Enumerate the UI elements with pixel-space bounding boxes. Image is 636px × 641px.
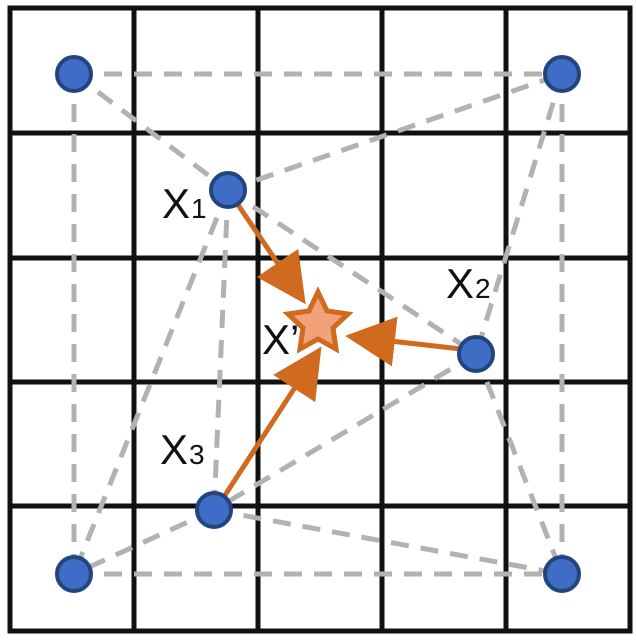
edge-tr-x2 bbox=[473, 73, 565, 355]
dashed-edges bbox=[71, 71, 565, 577]
label-x3-sub: 3 bbox=[189, 439, 205, 470]
edge-x2-x3 bbox=[212, 351, 478, 513]
label-x2-main: X bbox=[446, 260, 474, 307]
arrows bbox=[215, 194, 471, 508]
label-x2: X2 bbox=[446, 260, 491, 307]
node-top-left bbox=[55, 55, 93, 93]
edge-x2-br bbox=[473, 353, 565, 575]
grid-border bbox=[7, 5, 633, 634]
edge-x3-bl bbox=[72, 507, 216, 577]
node-x3 bbox=[195, 491, 233, 529]
label-x2-sub: 2 bbox=[475, 273, 491, 304]
edge-x1-x2 bbox=[226, 187, 478, 357]
star-icon bbox=[282, 286, 354, 354]
label-x3: X3 bbox=[160, 426, 205, 473]
edge-x1-bl bbox=[71, 189, 231, 575]
label-x3-main: X bbox=[160, 426, 188, 473]
labels: X1 X2 X3 X’ bbox=[160, 180, 491, 473]
nodes bbox=[55, 55, 581, 593]
edge-tl-x1 bbox=[72, 72, 230, 192]
node-bottom-left bbox=[55, 555, 93, 593]
arrow-x2-to-xprime bbox=[345, 316, 471, 367]
label-x1-sub: 1 bbox=[191, 193, 207, 224]
node-top-right bbox=[543, 55, 581, 93]
label-x1-main: X bbox=[162, 180, 190, 227]
edge-x1-x3 bbox=[211, 189, 231, 511]
node-x2 bbox=[457, 335, 495, 373]
label-x1: X1 bbox=[162, 180, 207, 227]
arrow-x1-to-xprime bbox=[229, 194, 306, 305]
label-xprime: X’ bbox=[262, 316, 299, 363]
node-x1 bbox=[209, 171, 247, 209]
node-bottom-right bbox=[543, 555, 581, 593]
grid bbox=[7, 5, 633, 634]
arrow-x3-to-xprime bbox=[215, 346, 322, 508]
